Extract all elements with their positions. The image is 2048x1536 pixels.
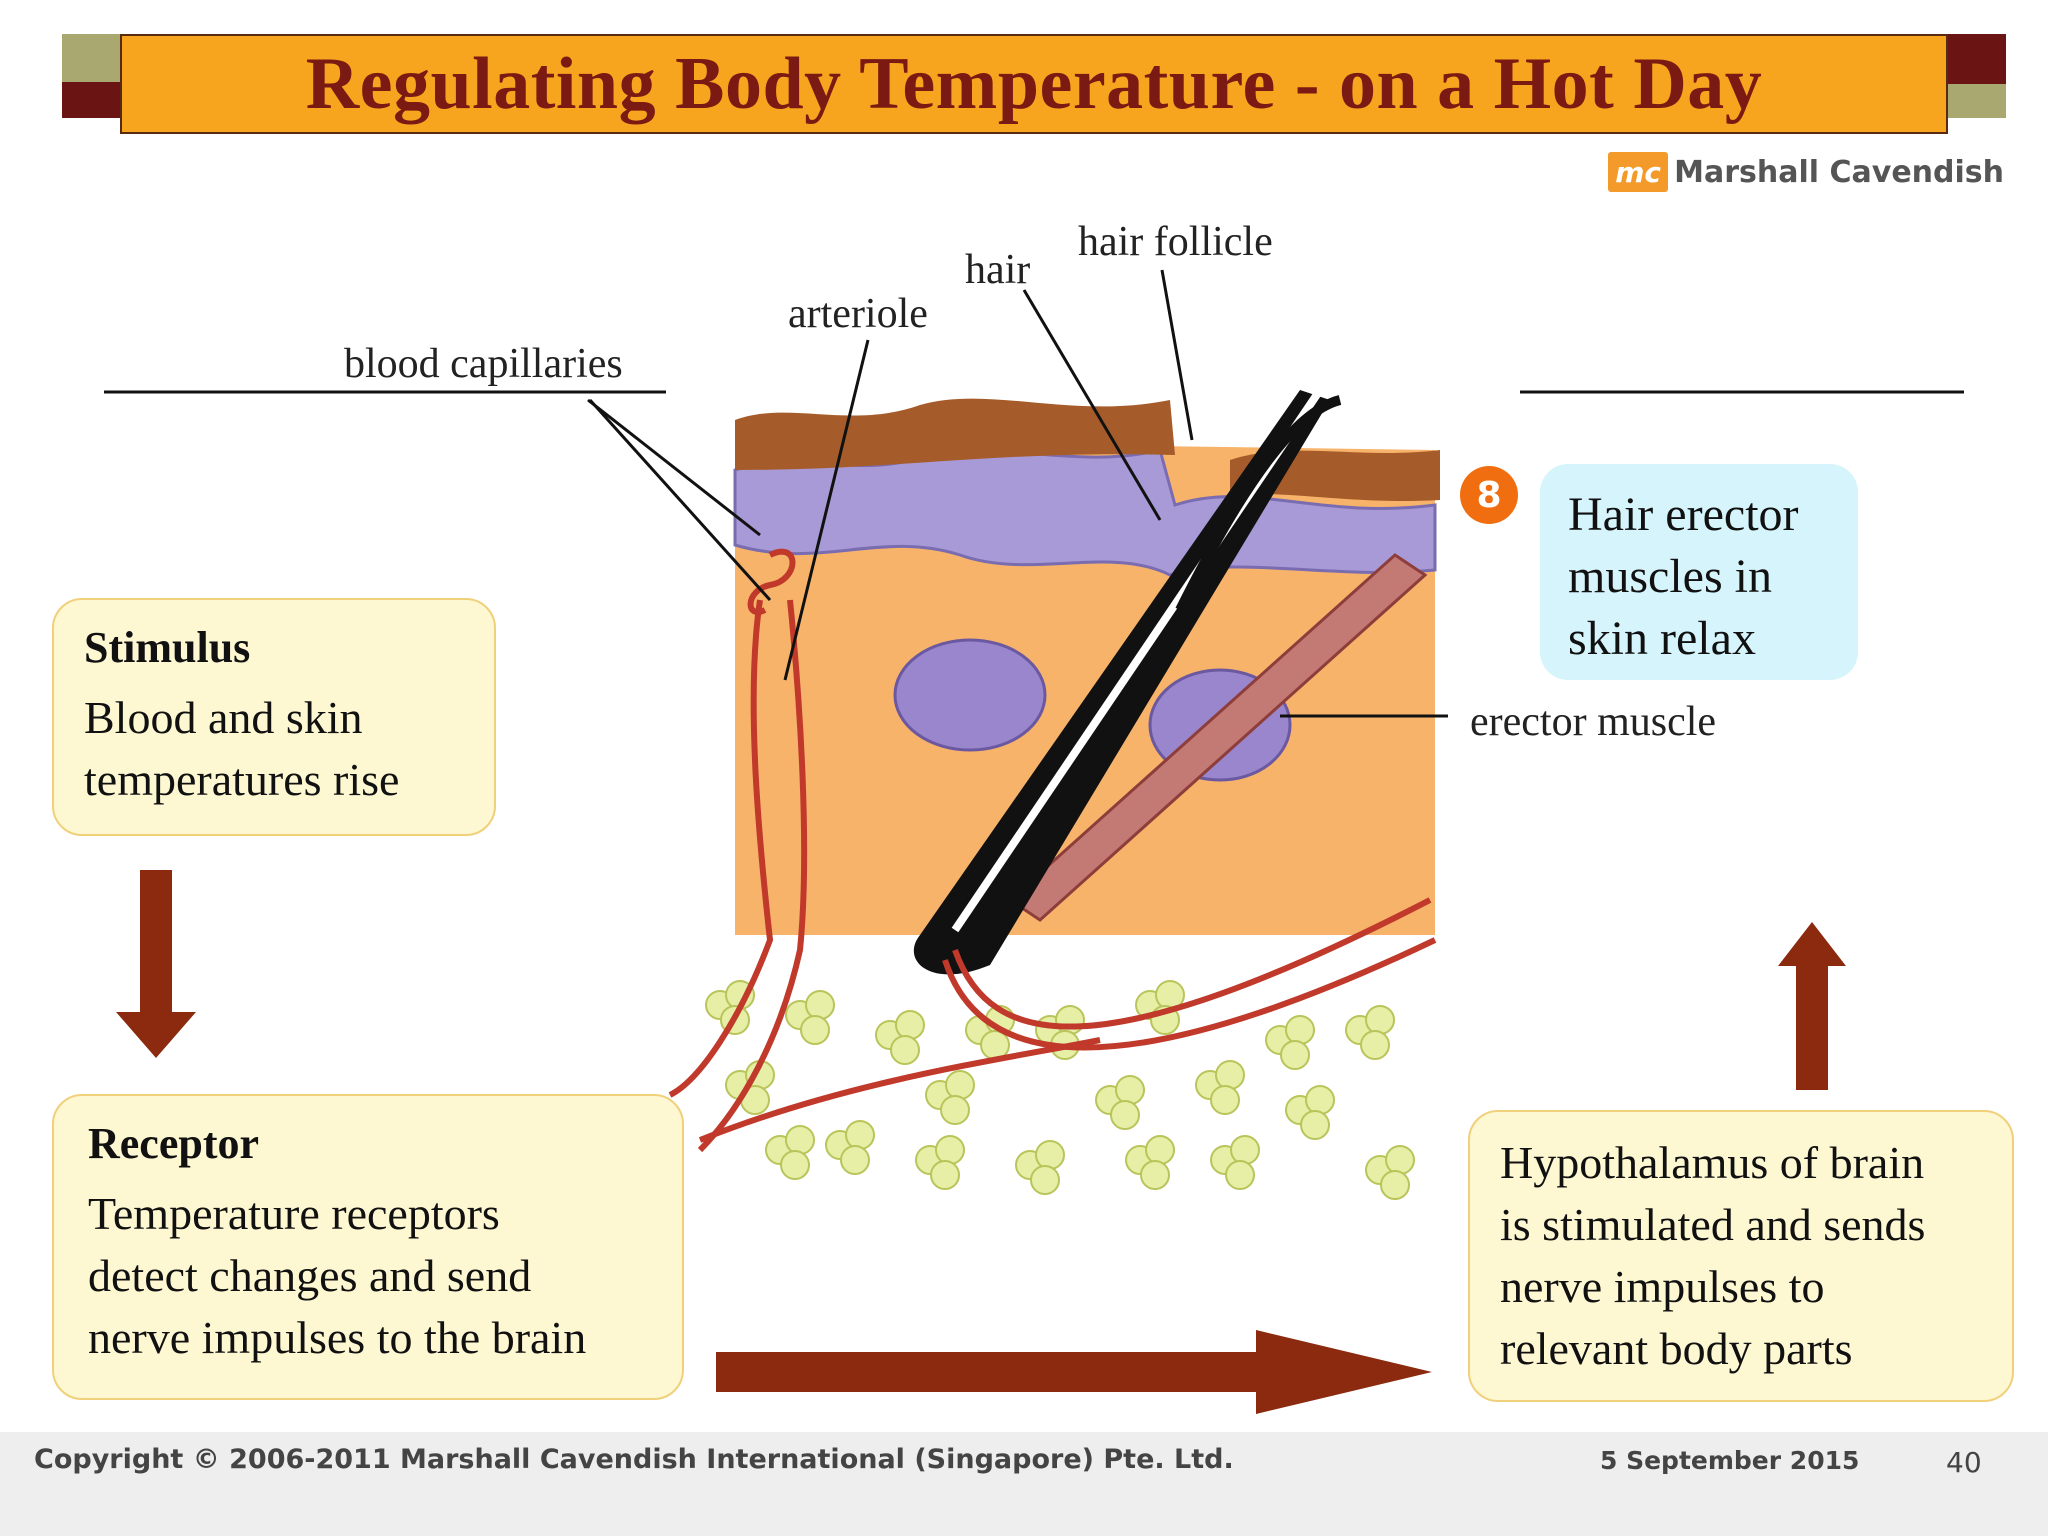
page-number: 40 bbox=[1946, 1446, 1982, 1479]
publisher-logo: mc Marshall Cavendish bbox=[1608, 152, 2004, 192]
label-blood-capillaries: blood capillaries bbox=[344, 341, 623, 387]
corner-square bbox=[1948, 34, 2006, 84]
corner-square bbox=[62, 34, 120, 82]
footer-date: 5 September 2015 bbox=[1600, 1446, 1860, 1475]
label-hair-follicle: hair follicle bbox=[1078, 219, 1273, 265]
stimulus-text: Blood and skin temperatures rise bbox=[84, 687, 464, 811]
step-line: skin relax bbox=[1568, 612, 1756, 665]
receptor-box: Receptor Temperature receptors detect ch… bbox=[52, 1094, 684, 1400]
stimulus-line: Blood and skin bbox=[84, 692, 363, 743]
copyright-text: Copyright © 2006-2011 Marshall Cavendish… bbox=[34, 1444, 1234, 1475]
mc-logo-icon: mc bbox=[1608, 152, 1669, 192]
title-bar: Regulating Body Temperature - on a Hot D… bbox=[120, 34, 1948, 134]
stimulus-line: temperatures rise bbox=[84, 754, 400, 805]
sebaceous-gland bbox=[893, 638, 1047, 752]
hypothalamus-line: Hypothalamus of brain bbox=[1500, 1137, 1925, 1188]
step-number-badge: 8 bbox=[1460, 466, 1518, 524]
receptor-line: Temperature receptors bbox=[88, 1188, 500, 1239]
hypothalamus-line: nerve impulses to bbox=[1500, 1261, 1825, 1312]
corner-square bbox=[62, 82, 120, 118]
arrow-right-icon bbox=[716, 1330, 1432, 1414]
label-hair: hair bbox=[965, 247, 1031, 293]
step-line: Hair erector bbox=[1568, 488, 1799, 541]
page-title: Regulating Body Temperature - on a Hot D… bbox=[305, 42, 1763, 125]
hypothalamus-line: is stimulated and sends bbox=[1500, 1199, 1926, 1250]
step-line: muscles in bbox=[1568, 550, 1772, 603]
label-erector-muscle: erector muscle bbox=[1470, 699, 1717, 745]
arrow-up-icon bbox=[1778, 922, 1846, 1090]
hypothalamus-text: Hypothalamus of brain is stimulated and … bbox=[1500, 1132, 1982, 1380]
hypothalamus-box: Hypothalamus of brain is stimulated and … bbox=[1468, 1110, 2014, 1402]
stimulus-heading: Stimulus bbox=[84, 623, 251, 672]
receptor-line: nerve impulses to the brain bbox=[88, 1312, 587, 1363]
receptor-line: detect changes and send bbox=[88, 1250, 532, 1301]
corner-square bbox=[1948, 84, 2006, 118]
hypothalamus-line: relevant body parts bbox=[1500, 1323, 1853, 1374]
blood-vessels bbox=[668, 548, 1437, 1153]
step-effector-box: Hair erector muscles in skin relax bbox=[1540, 464, 1858, 680]
hair bbox=[1175, 395, 1342, 613]
stimulus-box: Stimulus Blood and skin temperatures ris… bbox=[52, 598, 496, 836]
fat-cells bbox=[705, 980, 1415, 1200]
footer bbox=[0, 1432, 2048, 1536]
label-arteriole: arteriole bbox=[788, 291, 928, 337]
receptor-text: Temperature receptors detect changes and… bbox=[88, 1183, 652, 1369]
publisher-name: Marshall Cavendish bbox=[1674, 154, 2004, 190]
erector-muscle bbox=[1007, 553, 1428, 922]
arrow-down-icon bbox=[116, 870, 196, 1058]
skin-surface bbox=[735, 398, 1175, 470]
receptor-heading: Receptor bbox=[88, 1119, 260, 1168]
